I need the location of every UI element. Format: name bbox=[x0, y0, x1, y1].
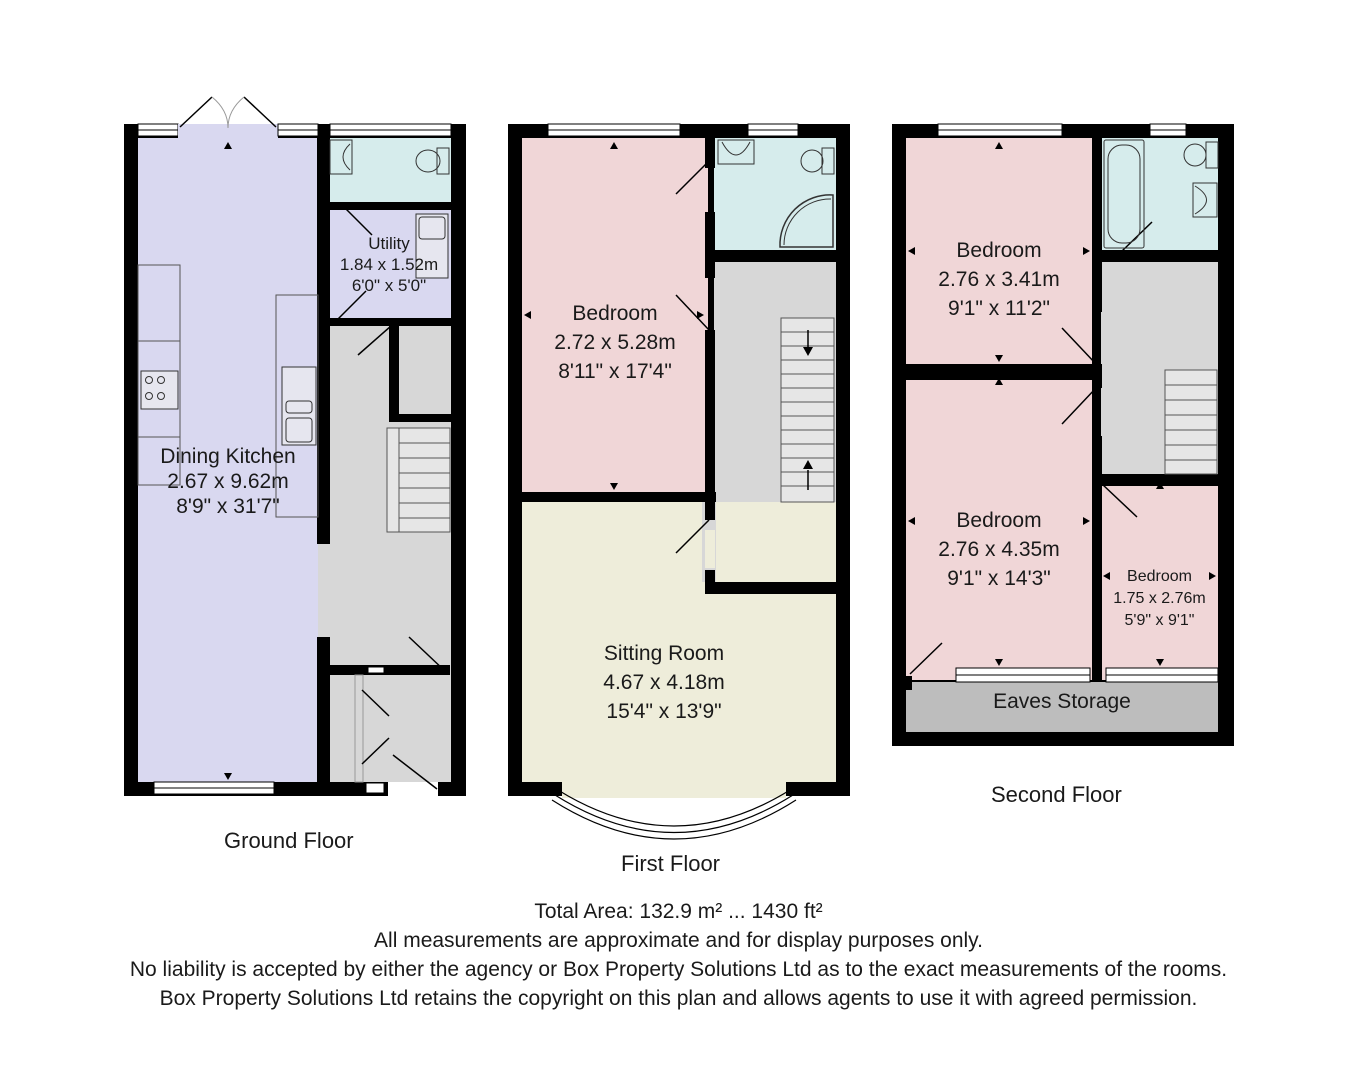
room-imperial: 9'1" x 11'2" bbox=[948, 297, 1050, 320]
room-label-bedroom-2a: Bedroom 2.76 x 3.41m 9'1" x 11'2" bbox=[906, 236, 1092, 323]
room-imperial: 5'9" x 9'1" bbox=[1124, 612, 1195, 629]
room-name: Utility bbox=[368, 234, 410, 253]
room-label-bedroom-2b: Bedroom 2.76 x 4.35m 9'1" x 14'3" bbox=[906, 506, 1092, 593]
room-bathroom bbox=[1101, 138, 1218, 250]
room-bedroom-2b bbox=[906, 380, 1092, 680]
room-imperial: 8'11" x 17'4" bbox=[558, 360, 672, 383]
room-metric: 2.72 x 5.28m bbox=[554, 331, 676, 354]
room-wc-ground bbox=[330, 138, 451, 202]
room-bedroom-first bbox=[522, 138, 708, 492]
room-metric: 1.84 x 1.52m bbox=[339, 255, 439, 274]
room-label-dining-kitchen: Dining Kitchen 2.67 x 9.62m 8'9" x 31'7" bbox=[138, 444, 318, 520]
room-name: Bedroom bbox=[956, 509, 1042, 532]
room-label-utility: Utility 1.84 x 1.52m 6'0" x 5'0" bbox=[330, 233, 448, 296]
room-sitting-room bbox=[522, 502, 836, 782]
floor-title-first: First Floor bbox=[621, 851, 720, 876]
first-floor-plan bbox=[508, 123, 850, 840]
copyright-notice: Box Property Solutions Ltd retains the c… bbox=[159, 987, 1198, 1010]
floor-title-ground: Ground Floor bbox=[224, 828, 354, 853]
room-dining-kitchen bbox=[138, 138, 322, 782]
second-floor-plan bbox=[892, 123, 1234, 746]
room-metric: 4.67 x 4.18m bbox=[603, 671, 725, 694]
room-imperial: 8'9" x 31'7" bbox=[176, 495, 280, 519]
disclaimer-approximate: All measurements are approximate and for… bbox=[374, 929, 983, 952]
room-bedroom-2c bbox=[1101, 486, 1218, 680]
room-imperial: 6'0" x 5'0" bbox=[351, 276, 427, 295]
ground-floor-plan bbox=[124, 96, 466, 796]
room-metric: 2.67 x 9.62m bbox=[167, 470, 289, 494]
room-shower-room bbox=[714, 138, 836, 250]
room-name: Bedroom bbox=[956, 239, 1042, 262]
room-metric: 1.75 x 2.76m bbox=[1113, 590, 1206, 607]
room-metric: 2.76 x 3.41m bbox=[938, 268, 1060, 291]
floor-title-second: Second Floor bbox=[991, 782, 1122, 807]
room-name: Dining Kitchen bbox=[160, 445, 296, 468]
footer-notes: Total Area: 132.9 m² ... 1430 ft² All me… bbox=[0, 897, 1357, 1013]
disclaimer-liability: No liability is accepted by either the a… bbox=[129, 958, 1228, 981]
room-imperial: 15'4" x 13'9" bbox=[606, 700, 722, 723]
room-name: Bedroom bbox=[572, 302, 658, 325]
room-metric: 2.76 x 4.35m bbox=[938, 538, 1060, 561]
room-name: Sitting Room bbox=[603, 642, 725, 665]
room-label-eaves-storage: Eaves Storage bbox=[993, 690, 1131, 713]
room-bedroom-2a bbox=[906, 138, 1092, 364]
room-label-bedroom-first: Bedroom 2.72 x 5.28m 8'11" x 17'4" bbox=[522, 299, 708, 386]
room-name: Bedroom bbox=[1127, 568, 1192, 585]
total-area: Total Area: 132.9 m² ... 1430 ft² bbox=[534, 900, 823, 923]
room-label-sitting-room: Sitting Room 4.67 x 4.18m 15'4" x 13'9" bbox=[522, 639, 806, 726]
room-imperial: 9'1" x 14'3" bbox=[947, 567, 1051, 590]
room-label-bedroom-2c: Bedroom 1.75 x 2.76m 5'9" x 9'1" bbox=[1101, 566, 1218, 632]
room-eaves-storage bbox=[906, 682, 1218, 732]
